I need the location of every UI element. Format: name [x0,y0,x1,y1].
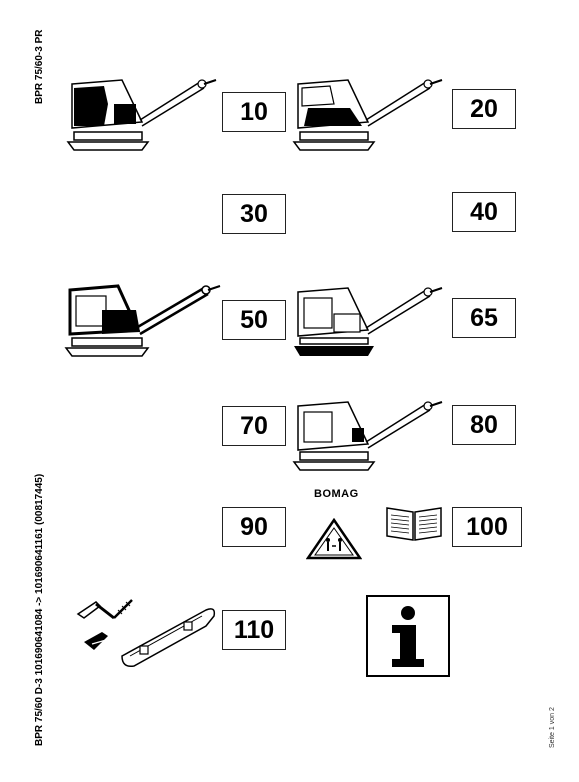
position-30-box: 30 [222,194,286,234]
plate-compactor-icon [66,79,217,151]
warning-triangle-icon [306,518,362,560]
position-80-box: 80 [452,405,516,445]
brand-logo: BOMAG [314,488,359,500]
plate-compactor-icon [64,284,221,357]
position-10-box: 10 [222,92,286,132]
position-20-box: 20 [452,89,516,129]
plate-compactor-icon [292,401,443,471]
position-40-box: 40 [452,192,516,232]
info-sign-icon [366,595,450,677]
plate-compactor-icon [294,287,443,356]
position-110-box: 110 [222,610,286,650]
position-70-box: 70 [222,406,286,446]
position-65-box: 65 [452,298,516,338]
plate-compactor-icon [292,79,443,151]
tool-kit-icon [76,599,216,668]
position-90-box: 90 [222,507,286,547]
model-code-top: BPR 75/60-3 PR [34,29,45,104]
position-100-box: 100 [452,507,522,547]
manual-book-icon [386,507,442,541]
position-50-box: 50 [222,300,286,340]
page-indicator: Seite 1 von 2 [549,707,556,748]
model-code-side: BPR 75/60 D-3 101690641084 -> 1016906411… [34,473,45,746]
